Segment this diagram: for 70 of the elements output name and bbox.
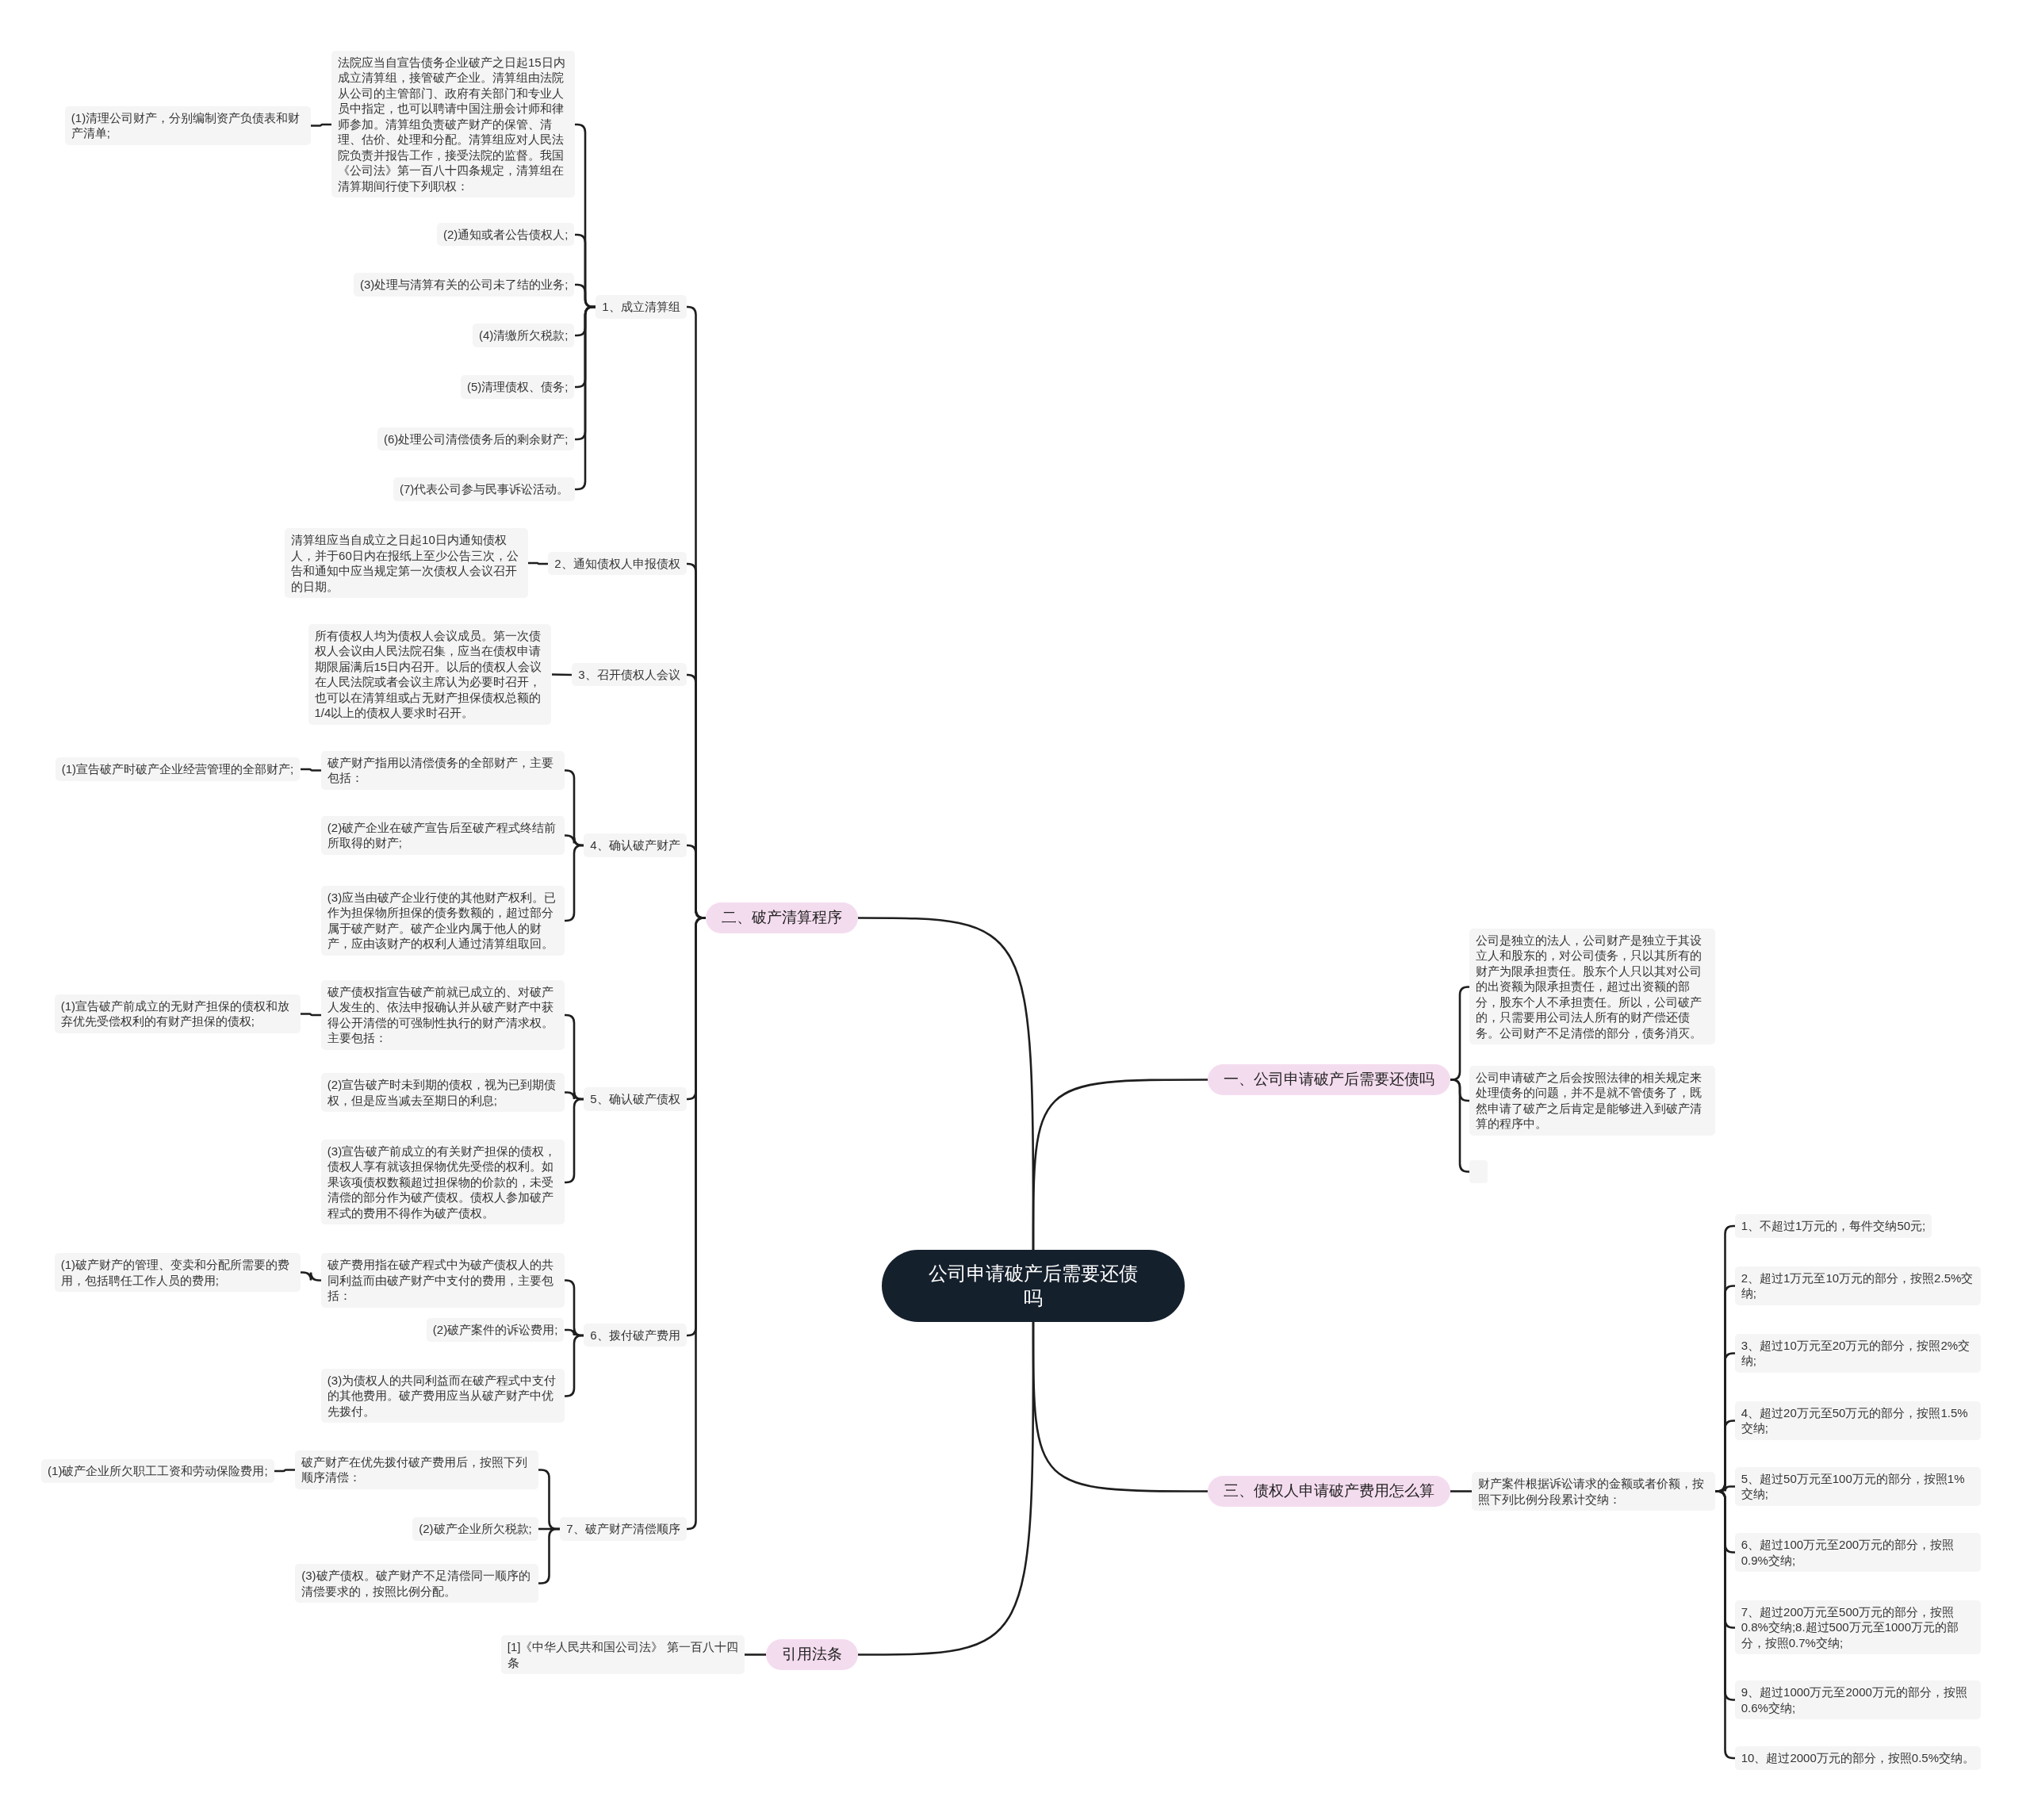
topic-box: (1)破产企业所欠职工工资和劳动保险费用;: [41, 1459, 274, 1483]
topic-box: (5)清理债权、债务;: [460, 375, 575, 399]
topic-box: 破产费用指在破产程式中为破产债权人的共同利益而由破产财产中支付的费用，主要包括：: [320, 1253, 565, 1308]
topic-box: 5、确认破产债权: [584, 1087, 687, 1111]
connector-line: [301, 1013, 321, 1017]
topic-box: 5、超过50万元至100万元的部分，按照1%交纳;: [1734, 1466, 1981, 1506]
topic-box: (6)处理公司清偿债务后的剩余财产;: [377, 427, 575, 451]
connector-line: [565, 1013, 584, 1101]
topic-box: 财产案件根据诉讼请求的金额或者价额，按照下列比例分段累计交纳：: [1472, 1472, 1716, 1512]
topic-box: (1)破产财产的管理、变卖和分配所需要的费用，包括聘任工作人员的费用;: [54, 1253, 301, 1293]
empty-box: [1469, 1159, 1488, 1184]
topic-box: (2)破产企业所欠税款;: [412, 1517, 538, 1541]
topic-box: (3)为债权人的共同利益而在破产程式中支付的其他费用。破产费用应当从破产财产中优先拨付。: [320, 1368, 565, 1423]
branch-topic: 三、债权人申请破产费用怎么算: [1208, 1476, 1451, 1507]
connector-line: [745, 1653, 766, 1656]
topic-box: 2、超过1万元至10万元的部分，按照2.5%交纳;: [1734, 1266, 1981, 1305]
topic-box: 9、超过1000万元至2000万元的部分，按照0.6%交纳;: [1734, 1680, 1981, 1720]
topic-box: 破产债权指宣告破产前就已成立的、对破产人发生的、依法申报确认并从破产财产中获得公开清偿的可强制性执行的财产清求权。主要包括：: [320, 979, 565, 1050]
topic-box: 6、超过100万元至200万元的部分，按照0.9%交纳;: [1734, 1533, 1981, 1573]
topic-box: 7、破产财产清偿顺序: [560, 1517, 687, 1541]
connector-line: [301, 1271, 321, 1282]
topic-box: [1]《中华人民共和国公司法》 第一百八十四条: [500, 1635, 745, 1675]
topic-box: (1)宣告破产前成立的无财产担保的债权和放弃优先受偿权利的有财产担保的债权;: [54, 994, 301, 1033]
topic-box: 7、超过200万元至500万元的部分，按照0.8%交纳;8.超过500万元至1000万元的部分，按照0.7%交纳;: [1734, 1600, 1981, 1655]
topic-box: 10、超过2000万元的部分，按照0.5%交纳。: [1734, 1746, 1981, 1770]
topic-box: 3、召开债权人会议: [572, 662, 687, 687]
connector-line: [551, 673, 573, 676]
topic-box: (2)破产案件的诉讼费用;: [426, 1318, 565, 1342]
central-topic: 公司申请破产后需要还债吗: [881, 1249, 1185, 1322]
connector-line: [528, 561, 548, 565]
topic-box: 1、不超过1万元的，每件交纳50元;: [1734, 1214, 1932, 1238]
connector-line: [1032, 1079, 1208, 1250]
connector-line: [301, 768, 321, 772]
connector-line: [565, 844, 584, 922]
branch-topic: 一、公司申请破产后需要还债吗: [1208, 1064, 1451, 1095]
topic-box: 6、拨付破产费用: [584, 1323, 687, 1347]
connector-line: [565, 1279, 584, 1337]
connector-line: [1450, 1490, 1472, 1492]
topic-box: (1)清理公司财产，分别编制资产负债表和财产清单;: [64, 105, 312, 145]
topic-box: (2)宣告破产时未到期的债权，视为已到期债权，但是应当减去至期日的利息;: [320, 1073, 565, 1113]
connector-line: [565, 834, 584, 847]
topic-box: (4)清缴所欠税款;: [472, 324, 575, 347]
topic-box: 3、超过10万元至20万元的部分，按照2%交纳;: [1734, 1333, 1981, 1373]
topic-box: 2、通知债权人申报债权: [548, 551, 687, 575]
topic-box: (3)处理与清算有关的公司未了结的业务;: [353, 273, 575, 297]
topic-box: (3)宣告破产前成立的有关财产担保的债权，债权人享有就该担保物优先受偿的权利。如果该项债权数额超过担保物的价款的，未受清偿的部分作为破产债权。债权人参加破产程式的费用不得作为破产债权。: [320, 1139, 565, 1225]
topic-box: 4、确认破产财产: [584, 833, 687, 857]
topic-box: 破产财产指用以清偿债务的全部财产，主要包括：: [320, 750, 565, 790]
connector-line: [1032, 1322, 1208, 1492]
topic-box: (2)破产企业在破产宣告后至破产程式终结前所取得的财产;: [320, 815, 565, 855]
topic-box: 4、超过20万元至50万元的部分，按照1.5%交纳;: [1734, 1400, 1981, 1440]
topic-box: 公司申请破产之后会按照法律的相关规定来处理债务的问题，并不是就不管债务了，既然申请了破产之后肯定是能够进入到破产清算的程序中。: [1469, 1065, 1716, 1136]
topic-box: 法院应当自宣告债务企业破产之日起15日内成立清算组，接管破产企业。清算组由法院从公司的主管部门、政府有关部门和专业人员中指定，也可以聘请中国注册会计师和律师参加。清算组负责破产财产的保管、清理、估价、处理和分配。清算组应对人民法院负责并报告工作，接受法院的监督。我国《公司法》第一百八十四条规定，清算组在清算期间行使下列职权：: [331, 50, 575, 198]
topic-box: (3)应当由破产企业行使的其他财产权利。已作为担保物所担保的债务数额的，超过部分属于破产财产。破产企业内属于他人的财产，应由该财产的权利人通过清算组取回。: [320, 885, 565, 956]
topic-box: (1)宣告破产时破产企业经营管理的全部财产;: [55, 757, 301, 781]
topic-box: 破产财产在优先拨付破产费用后，按照下列顺序清偿：: [295, 1450, 539, 1489]
topic-box: 所有债权人均为债权人会议成员。第一次债权人会议由人民法院召集，应当在债权申请期限届满后15日内召开。以后的债权人会议在人民法院或者会议主席认为必要时召开，也可以在清算组或占无财产担保债权总额的1/4以上的债权人要求时召开。: [308, 623, 552, 725]
branch-topic: 引用法条: [766, 1638, 859, 1670]
topic-box: (7)代表公司参与民事诉讼活动。: [393, 477, 576, 501]
branch-topic: 二、破产清算程序: [706, 902, 859, 933]
connector-line: [565, 1098, 584, 1184]
topic-box: 1、成立清算组: [596, 295, 687, 319]
topic-box: 公司是独立的法人，公司财产是独立于其设立人和股东的，对公司债务，只以其所有的财产为限承担责任。股东个人只以其对公司的出资额为限承担责任，超过出资额的部分，股东个人不承担责任。所以，公司破产的，只需要用公司法人所有的财产偿还债务。公司财产不足清偿的部分，债务消灭。: [1469, 928, 1716, 1045]
topic-box: 清算组应当自成立之日起10日内通知债权人，并于60日内在报纸上至少公告三次，公告和通知中应当规定第一次债权人会议召开的日期。: [285, 528, 529, 599]
connector-line: [311, 123, 331, 127]
connector-line: [1450, 1079, 1469, 1173]
topic-box: (2)通知或者公告债权人;: [436, 222, 575, 247]
topic-box: (3)破产债权。破产财产不足清偿同一顺序的清偿要求的，按照比例分配。: [295, 1564, 539, 1604]
connector-line: [274, 1469, 295, 1473]
connector-line: [565, 1334, 584, 1397]
